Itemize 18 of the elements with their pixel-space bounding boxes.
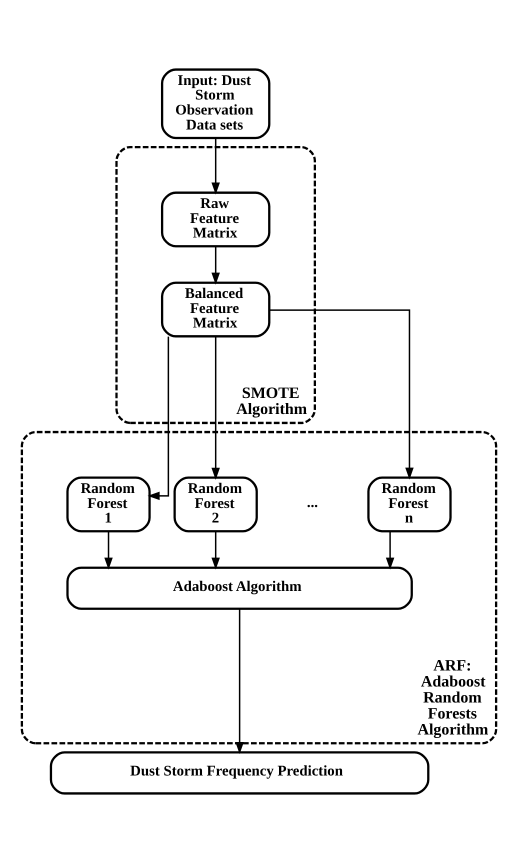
arrow <box>104 531 113 570</box>
node-box: Adaboost Algorithm <box>66 566 413 610</box>
arrow <box>235 609 244 754</box>
node-box: Random Forest n <box>367 476 452 532</box>
arrow <box>148 336 170 500</box>
arrow <box>386 531 394 570</box>
node-box: Random Forest 2 <box>174 476 258 532</box>
node-box: Dust Storm Frequency Prediction <box>50 751 430 795</box>
node-box: Random Forest 1 <box>66 476 151 532</box>
arrow <box>211 138 220 195</box>
arrow <box>211 246 220 285</box>
arrow <box>211 336 220 480</box>
node-box: Raw Feature Matrix <box>160 192 270 248</box>
label: ... <box>306 495 318 512</box>
arrow <box>270 309 414 480</box>
node-box: Balanced Feature Matrix <box>160 282 270 338</box>
arrow <box>211 531 220 570</box>
node-box: Input: Dust Storm Observation Data sets <box>160 68 270 140</box>
